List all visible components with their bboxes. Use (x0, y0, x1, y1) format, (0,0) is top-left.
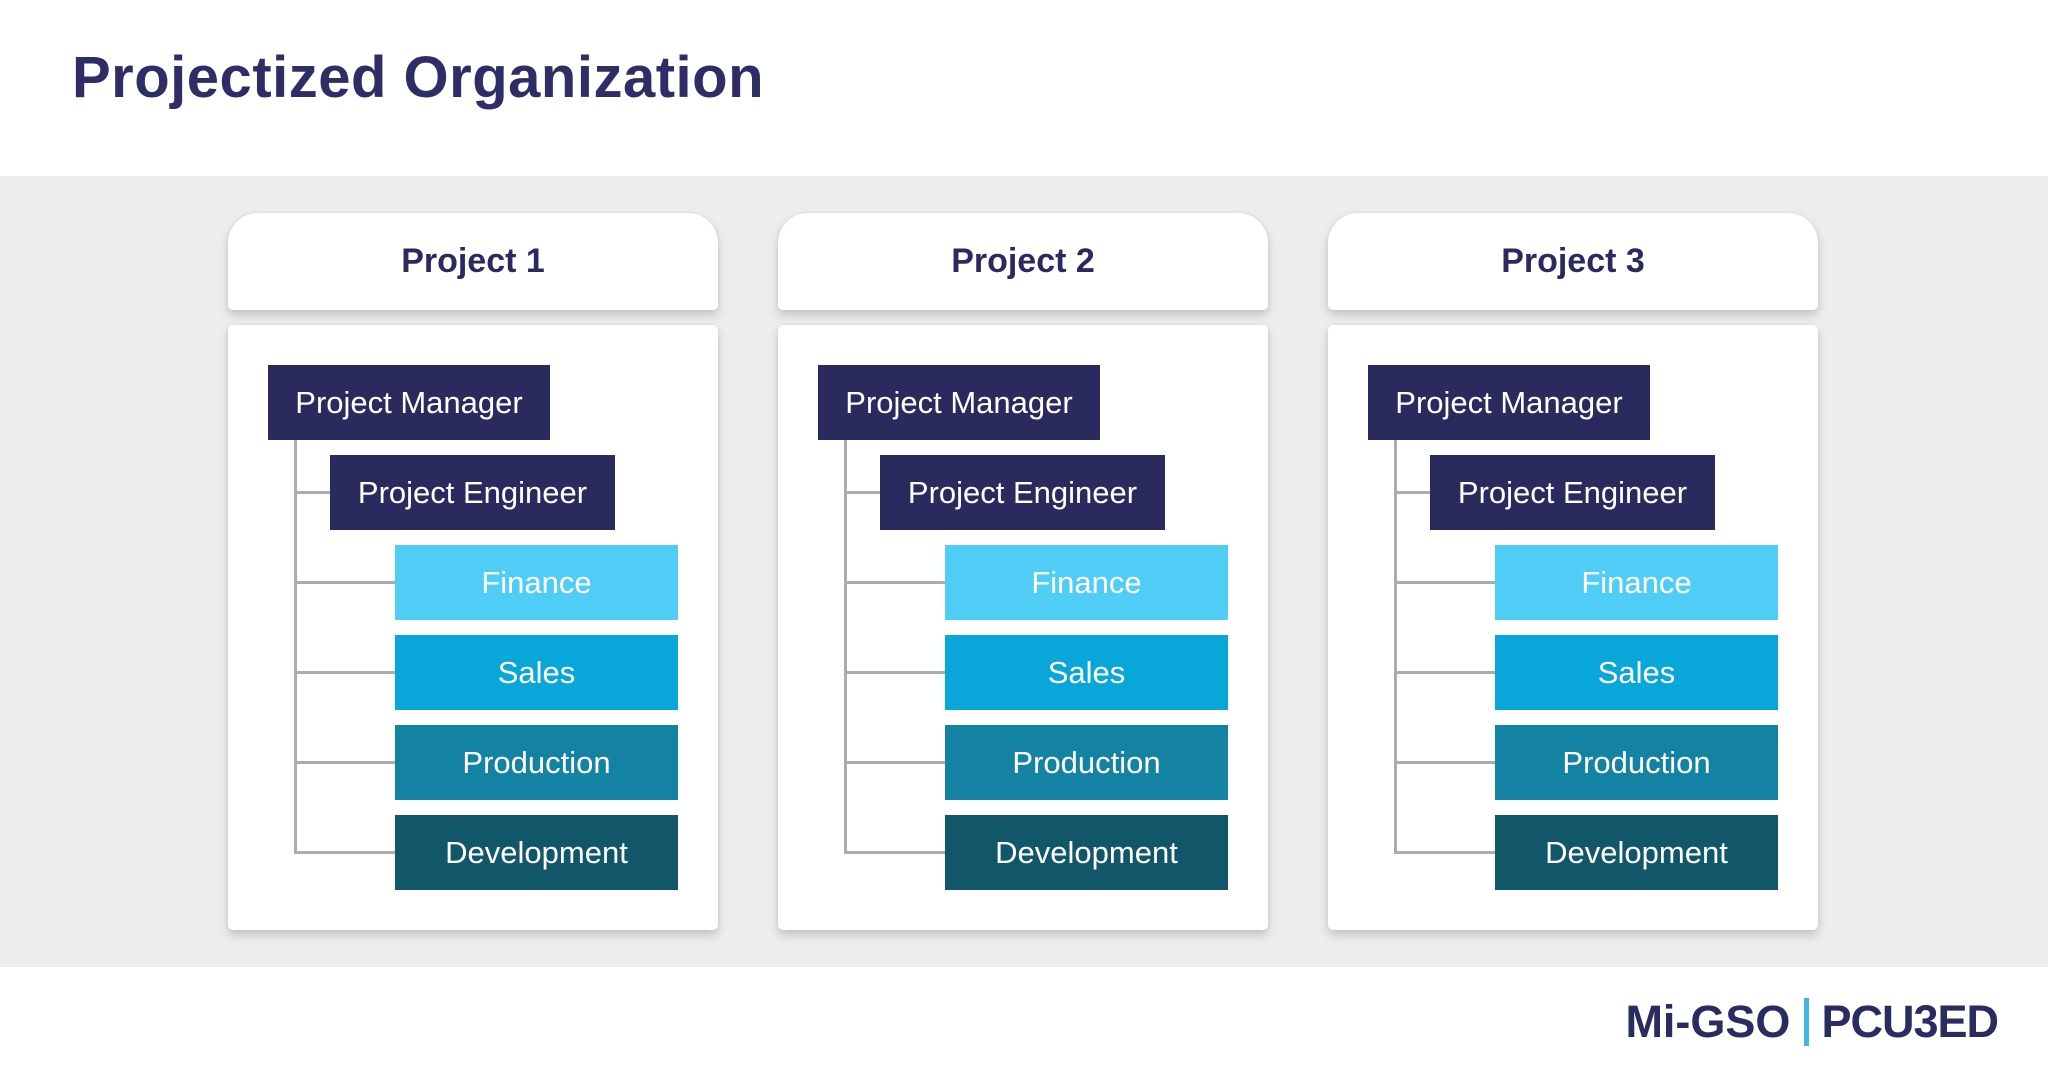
org-node-sales: Sales (1495, 635, 1778, 710)
org-chart: Project Manager Project Engineer Finance… (228, 325, 718, 930)
connector-stub (294, 761, 395, 764)
page-title: Projectized Organization (72, 45, 764, 110)
project-card-1: Project 1 Project Manager Project Engine… (228, 213, 718, 930)
org-node-project-engineer: Project Engineer (880, 455, 1165, 530)
org-node-project-engineer: Project Engineer (1430, 455, 1715, 530)
mi-gso-pcubed-logo: Mi-GSO PCU3ED (1625, 996, 1999, 1048)
org-node-project-engineer: Project Engineer (330, 455, 615, 530)
connector-stub (844, 761, 945, 764)
connector-stub (294, 491, 330, 494)
org-node-project-manager: Project Manager (818, 365, 1100, 440)
brand-migso-wordmark: Mi-GSO (1625, 996, 1791, 1047)
org-node-production: Production (395, 725, 678, 800)
connector-stub (844, 851, 945, 854)
org-node-finance: Finance (1495, 545, 1778, 620)
connector-stub (294, 581, 395, 584)
card-header: Project 3 (1328, 213, 1818, 310)
org-node-production: Production (945, 725, 1228, 800)
connector-vertical-line (844, 440, 847, 854)
org-node-finance: Finance (945, 545, 1228, 620)
org-node-development: Development (1495, 815, 1778, 890)
connector-stub (1394, 491, 1430, 494)
logo-separator-bar (1804, 998, 1810, 1046)
org-chart: Project Manager Project Engineer Finance… (1328, 325, 1818, 930)
project-card-2: Project 2 Project Manager Project Engine… (778, 213, 1268, 930)
org-node-project-manager: Project Manager (1368, 365, 1650, 440)
card-header: Project 1 (228, 213, 718, 310)
connector-stub (844, 581, 945, 584)
org-node-development: Development (945, 815, 1228, 890)
org-node-project-manager: Project Manager (268, 365, 550, 440)
connector-vertical-line (294, 440, 297, 854)
project-card-3: Project 3 Project Manager Project Engine… (1328, 213, 1818, 930)
brand-pcubed-wordmark: PCU3ED (1821, 996, 1999, 1047)
card-header: Project 2 (778, 213, 1268, 310)
card-title: Project 2 (951, 242, 1095, 280)
connector-stub (1394, 851, 1495, 854)
card-title: Project 3 (1501, 242, 1645, 280)
connector-stub (1394, 761, 1495, 764)
connector-stub (844, 491, 880, 494)
connector-vertical-line (1394, 440, 1397, 854)
card-title: Project 1 (401, 242, 545, 280)
connector-stub (1394, 581, 1495, 584)
connector-stub (294, 851, 395, 854)
org-chart: Project Manager Project Engineer Finance… (778, 325, 1268, 930)
org-node-sales: Sales (945, 635, 1228, 710)
connector-stub (1394, 671, 1495, 674)
org-node-production: Production (1495, 725, 1778, 800)
connector-stub (844, 671, 945, 674)
org-node-finance: Finance (395, 545, 678, 620)
connector-stub (294, 671, 395, 674)
org-node-development: Development (395, 815, 678, 890)
org-node-sales: Sales (395, 635, 678, 710)
